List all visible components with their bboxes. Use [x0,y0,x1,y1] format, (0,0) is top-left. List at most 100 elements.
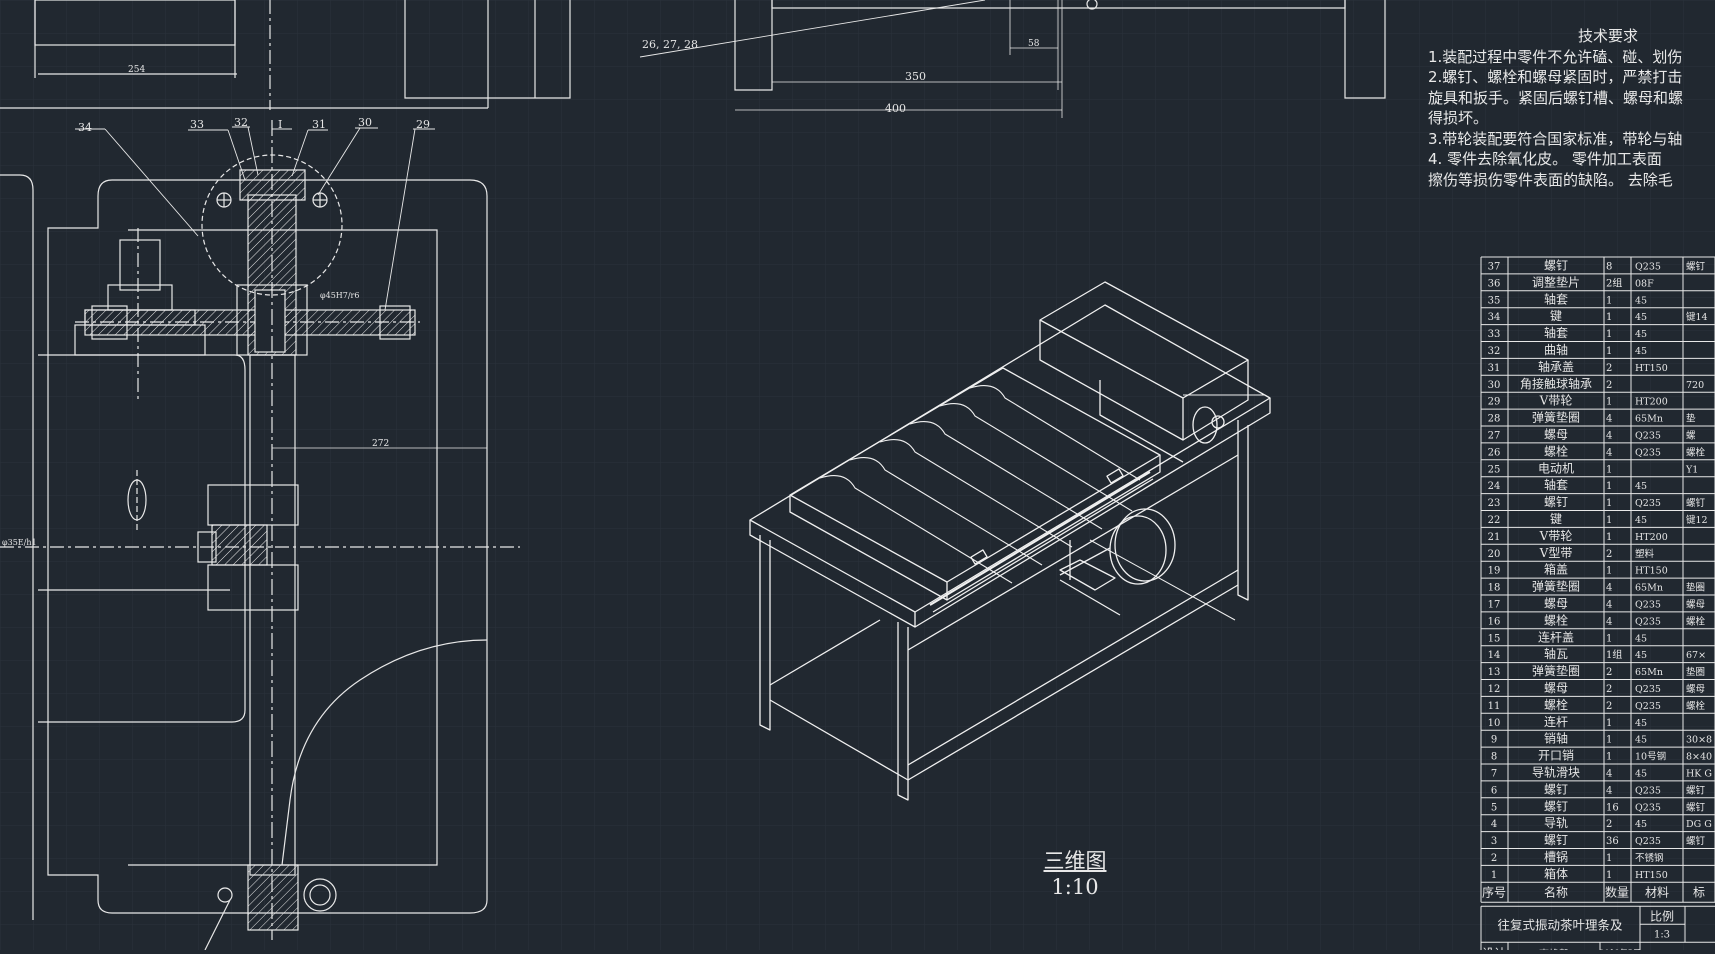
bom-cell-name: 角接触球轴承 [1520,376,1592,391]
tech-requirements-title: 技术要求 [1578,27,1639,45]
top-partial-view [639,0,1386,118]
section-dimension-labels: 254 272 φ45H7/r6 φ35E/h1 34 33 32 I 31 3… [2,65,430,547]
tech-line-3: 旋具和扳手。紧固后螺钉槽、螺母和螺 [1428,88,1684,107]
bom-cell-no: 16 [1488,616,1501,627]
bom-cell-note: 键14 [1686,311,1708,323]
bom-cell-no: 11 [1488,701,1501,712]
bom-cell-material: 45 [1635,718,1647,729]
bom-cell-qty: 1 [1606,312,1612,323]
callout-34: 34 [78,121,92,134]
view-name: 三维图 [1043,849,1107,873]
bom-cell-material: HT150 [1635,566,1668,577]
bom-cell-material: 45 [1635,769,1647,780]
callout-31: 31 [312,118,326,131]
bom-cell-no: 32 [1488,346,1501,357]
callout-I: I [278,118,282,131]
bom-cell-no: 22 [1488,515,1501,526]
bom-cell-name: 螺母 [1544,428,1568,442]
callout-32: 32 [234,116,248,129]
bom-cell-note: 30×8 [1686,735,1712,746]
bom-cell-qty: 36 [1606,836,1619,847]
tech-line-6: 4. 零件去除氧化皮。 零件加工表面 [1428,150,1662,168]
bom-header-qty: 数量 [1605,884,1629,899]
bom-cell-material: 10号钢 [1635,751,1666,763]
bom-header-note: 标 [1693,885,1705,899]
bom-cell-no: 15 [1488,633,1501,644]
bom-cell-no: 13 [1488,667,1501,678]
callout-33: 33 [190,118,204,131]
callout-26-27-28: 26, 27, 28 [642,38,698,51]
bom-cell-material: Q235 [1635,498,1661,509]
bom-cell-name: 螺母 [1544,681,1568,695]
bom-cell-material: 08F [1635,278,1654,289]
bom-cell-no: 37 [1488,262,1501,273]
bom-cell-material: Q235 [1635,785,1661,796]
bom-cell-material: HT150 [1635,363,1668,374]
bom-cell-qty: 1 [1606,532,1612,543]
bom-cell-material: 65Mn [1635,667,1663,678]
tech-line-1: 1.装配过程中零件不允许磕、碰、划伤 [1428,47,1683,66]
bom-cell-name: 螺栓 [1544,612,1568,627]
bom-cell-note: 键12 [1686,514,1708,526]
bom-cell-name: 螺钉 [1544,495,1568,509]
bom-cell-name: 轴承盖 [1538,359,1574,374]
bom-cell-name: 螺钉 [1544,259,1568,273]
bom-cell-no: 20 [1488,549,1501,560]
bom-cell-name: 箱体 [1544,866,1568,881]
bom-cell-material: 45 [1635,312,1647,323]
dim-272: 272 [372,439,389,449]
bom-cell-no: 33 [1488,329,1501,340]
bom-cell-material: Q235 [1635,447,1661,458]
bom-cell-qty: 1 [1606,464,1612,475]
bom-cell-name: 螺栓 [1544,443,1568,458]
bom-cell-name: 调整垫片 [1532,274,1580,289]
dim-350: 350 [905,70,926,83]
bom-cell-qty: 4 [1606,600,1612,611]
bom-cell-no: 18 [1488,583,1501,594]
bom-cell-name: 螺栓 [1544,697,1568,712]
bom-cell-qty: 1 [1606,633,1612,644]
bom-cell-name: 连杆盖 [1538,629,1574,644]
bom-cell-note: 垫圈 [1686,582,1705,594]
bom-cell-qty: 1 [1606,481,1612,492]
bom-cell-material: 45 [1635,515,1647,526]
bom-cell-material: 45 [1635,346,1647,357]
bom-cell-no: 27 [1488,431,1501,442]
bom-cell-qty: 8 [1606,262,1612,273]
bom-cell-material: Q235 [1635,431,1661,442]
bom-cell-note: 螺栓 [1686,446,1706,458]
bom-cell-note: DG G [1686,819,1712,830]
bom-cell-name: 轴套 [1544,477,1568,492]
bom-cell-qty: 1 [1606,295,1612,306]
bom-cell-no: 36 [1488,278,1501,289]
bom-cell-note: 螺栓 [1686,700,1706,712]
bom-cell-material: Q235 [1635,701,1661,712]
bom-cell-no: 29 [1488,397,1501,408]
bom-cell-no: 17 [1488,600,1501,611]
bom-cell-qty: 2 [1606,701,1612,712]
bom-cell-qty: 1 [1606,752,1612,763]
bom-cell-material: 45 [1635,295,1647,306]
scale-value: 1:3 [1654,929,1670,940]
bom-cell-no: 26 [1488,447,1501,458]
bom-cell-material: 塑料 [1635,548,1655,560]
bom-cell-qty: 1 [1606,397,1612,408]
bom-cell-qty: 1 [1606,853,1612,864]
bom-cell-qty: 1 [1606,566,1612,577]
bom-cell-material: Q235 [1635,616,1661,627]
bom-cell-qty: 1 [1606,735,1612,746]
bom-cell-no: 19 [1488,566,1501,577]
bom-cell-qty: 4 [1606,616,1612,627]
bom-cell-material: 45 [1635,735,1647,746]
bom-cell-qty: 2组 [1606,276,1622,289]
bom-cell-qty: 1 [1606,870,1612,881]
bom-cell-no: 34 [1488,312,1501,323]
bom-cell-material: 45 [1635,633,1647,644]
tech-line-7: 擦伤等损伤零件表面的缺陷。 去除毛 [1428,170,1673,189]
bom-cell-no: 5 [1491,802,1497,813]
bom-cell-note: 螺母 [1686,600,1705,611]
bom-cell-name: 导轨滑块 [1532,766,1580,780]
bom-cell-name: 弹簧垫圈 [1532,663,1580,678]
